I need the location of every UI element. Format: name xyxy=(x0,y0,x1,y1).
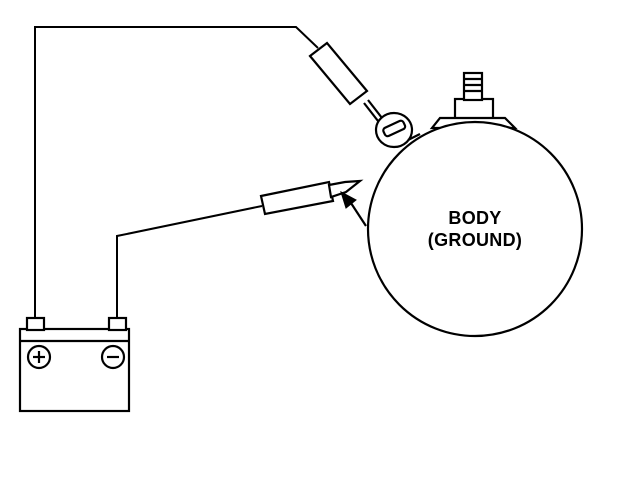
ground-contact-arrow xyxy=(340,190,367,227)
body-mount-block xyxy=(453,97,495,121)
positive-test-probe xyxy=(308,41,387,129)
battery-case xyxy=(18,327,131,413)
battery-negative-post xyxy=(107,316,128,332)
terminal-connector xyxy=(374,111,421,149)
battery xyxy=(18,316,131,413)
component-body xyxy=(366,71,584,338)
terminal-stud xyxy=(462,71,484,102)
body-ground-circle xyxy=(366,120,584,338)
body-label-line2: (GROUND) xyxy=(427,230,523,250)
ground-test-probe xyxy=(259,179,364,216)
positive-test-lead-wire xyxy=(34,26,319,318)
body-label-line1: BODY xyxy=(448,208,502,228)
ground-test-lead-wire xyxy=(116,205,263,318)
body-ground-label: BODY (GROUND) xyxy=(395,207,555,251)
battery-positive-post xyxy=(25,316,46,332)
